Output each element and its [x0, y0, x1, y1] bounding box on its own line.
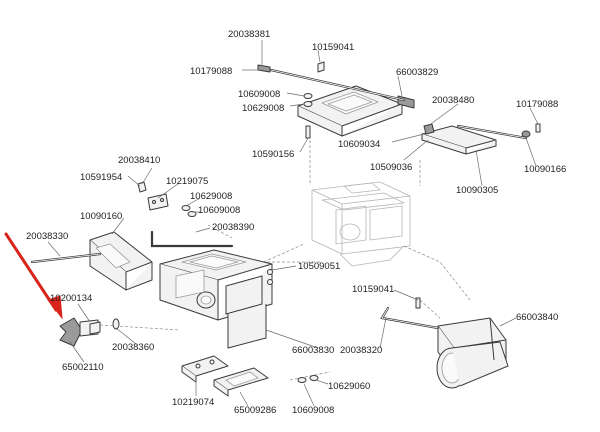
- part-label-10609008-b: 10609008: [198, 205, 240, 216]
- part-label-10179088-b: 10179088: [516, 99, 558, 110]
- part-label-20038320: 20038320: [340, 345, 382, 356]
- arrow-indicator: [4, 232, 63, 320]
- part-label-10090305: 10090305: [456, 185, 498, 196]
- left-hopper-part: [89, 231, 153, 291]
- part-label-10219074: 10219074: [172, 397, 214, 408]
- part-label-10090160: 10090160: [80, 211, 122, 222]
- part-label-10609008-c: 10609008: [292, 405, 334, 416]
- part-label-10159041: 10159041: [312, 42, 354, 53]
- side-rod-part: [456, 123, 541, 140]
- part-label-10609008: 10609008: [238, 89, 280, 100]
- pin-top: [317, 61, 325, 73]
- bent-rod-part: [380, 306, 440, 330]
- part-label-10629008: 10629008: [242, 103, 284, 114]
- part-label-10591954: 10591954: [80, 172, 122, 183]
- nut-top: [303, 101, 313, 107]
- part-label-10509051: 10509051: [298, 261, 340, 272]
- part-label-10159041-b: 10159041: [352, 284, 394, 295]
- top-rod-part: [257, 64, 406, 102]
- top-tray-part: [297, 85, 415, 137]
- pin-right: [415, 297, 421, 309]
- washer-top: [303, 93, 313, 99]
- right-chute-part: [436, 317, 509, 389]
- part-label-10509036: 10509036: [370, 162, 412, 173]
- part-label-66003829: 66003829: [396, 67, 438, 78]
- part-label-20038381: 20038381: [228, 29, 270, 40]
- part-label-20038410: 20038410: [118, 155, 160, 166]
- part-label-20038480: 20038480: [432, 95, 474, 106]
- side-plate-part: [421, 123, 497, 155]
- part-label-65009286: 65009286: [234, 405, 276, 416]
- assembly-guides: [99, 140, 471, 381]
- bolt-top: [305, 125, 311, 139]
- left-rod-part: [30, 252, 102, 264]
- part-label-10179088: 10179088: [190, 66, 232, 77]
- part-label-66003830: 66003830: [292, 345, 334, 356]
- lower-bolts: [297, 375, 319, 383]
- main-body-part: [150, 230, 273, 349]
- leader-lines: [47, 40, 539, 407]
- part-label-20038390: 20038390: [212, 222, 254, 233]
- part-label-10609034: 10609034: [338, 139, 380, 150]
- part-label-10629060: 10629060: [328, 381, 370, 392]
- part-label-20038330: 20038330: [26, 231, 68, 242]
- part-label-10090166: 10090166: [524, 164, 566, 175]
- knob-part: [59, 317, 120, 347]
- part-label-20038360: 20038360: [112, 342, 154, 353]
- lower-plates: [181, 355, 269, 397]
- part-label-10200134: 10200134: [50, 293, 92, 304]
- ghost-assembly: [311, 181, 411, 267]
- part-label-10590156: 10590156: [252, 149, 294, 160]
- part-label-10219075: 10219075: [166, 176, 208, 187]
- part-labels: 20038381 10159041 10179088 66003829 1060…: [26, 29, 566, 416]
- part-label-10629008-b: 10629008: [190, 191, 232, 202]
- part-label-65002110: 65002110: [62, 362, 104, 373]
- part-label-66003840: 66003840: [516, 312, 558, 323]
- bracket-hardware: [137, 181, 197, 217]
